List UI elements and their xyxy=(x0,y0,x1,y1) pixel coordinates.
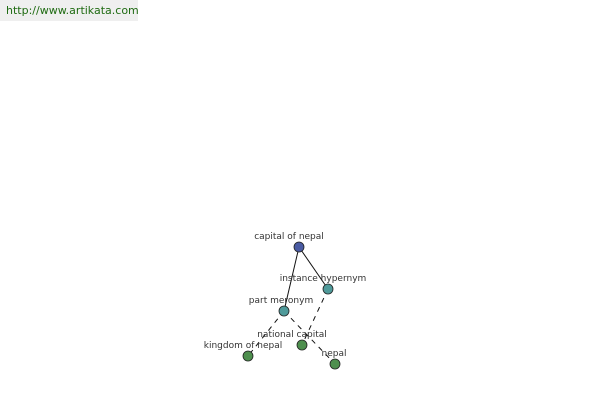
node-label: capital of nepal xyxy=(254,232,324,242)
node-label: instance hypernym xyxy=(280,274,367,284)
nodes-layer: capital of nepal instance hypernym part me… xyxy=(204,232,367,370)
node-instance-hypernym[interactable]: instance hypernym xyxy=(280,274,367,295)
node-circle[interactable] xyxy=(322,283,334,295)
node-circle[interactable] xyxy=(242,350,254,362)
node-label: part meronym xyxy=(249,296,313,306)
node-circle[interactable] xyxy=(329,358,341,370)
node-label: kingdom of nepal xyxy=(204,341,282,351)
edge-part-meronym-to-nepal xyxy=(283,310,336,365)
edges-layer xyxy=(247,246,336,365)
node-part-meronym[interactable]: part meronym xyxy=(249,296,313,317)
node-nepal[interactable]: nepal xyxy=(322,349,347,370)
node-kingdom-of-nepal[interactable]: kingdom of nepal xyxy=(204,341,282,362)
edge-capital-of-nepal-to-part-meronym xyxy=(283,246,300,312)
node-label: nepal xyxy=(322,349,347,359)
node-circle[interactable] xyxy=(278,305,290,317)
node-label: national capital xyxy=(257,330,327,340)
node-national-capital[interactable]: national capital xyxy=(257,330,327,351)
source-url-link[interactable]: http://www.artikata.com xyxy=(0,0,139,21)
node-circle[interactable] xyxy=(293,241,305,253)
edge-instance-hypernym-to-national-capital xyxy=(301,288,329,346)
node-capital-of-nepal[interactable]: capital of nepal xyxy=(254,232,324,253)
node-circle[interactable] xyxy=(296,339,308,351)
edge-capital-of-nepal-to-instance-hypernym xyxy=(298,246,329,290)
